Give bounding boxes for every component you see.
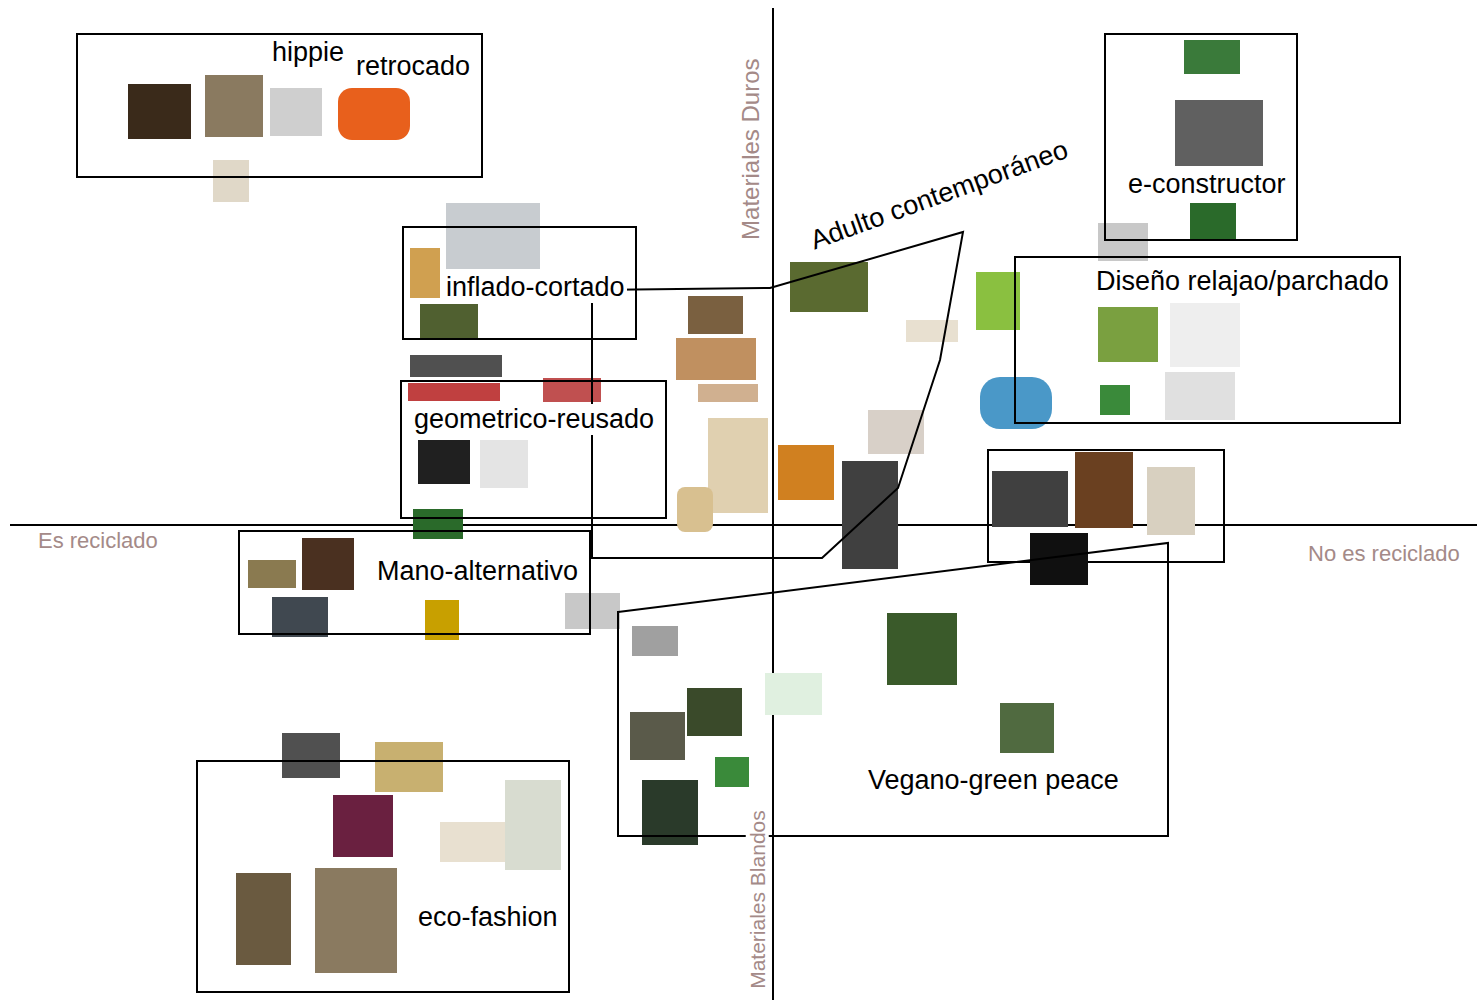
- product-photos: [128, 40, 1263, 973]
- photo: [248, 560, 296, 588]
- photo: [375, 742, 443, 792]
- photo: [715, 757, 749, 787]
- photo: [333, 795, 393, 857]
- photo: [408, 383, 500, 401]
- cluster-label: inflado-cortado: [444, 272, 627, 303]
- cluster-box: hippie retrocado: [76, 33, 483, 178]
- photo: [505, 780, 561, 870]
- photo: [315, 868, 397, 973]
- photo: [790, 262, 868, 312]
- photo: [270, 88, 322, 136]
- cluster-label: Diseño relajao/parchado: [1094, 266, 1391, 297]
- cluster-label: Adulto contemporáneo: [804, 134, 1074, 257]
- photo: [302, 538, 354, 590]
- cluster-box: e-constructor: [1104, 33, 1298, 241]
- photo: [698, 384, 758, 402]
- photo: [128, 84, 191, 139]
- axis-label: No es reciclado: [1306, 542, 1462, 566]
- photo: [1075, 452, 1133, 528]
- photo: [765, 673, 822, 715]
- photo: [418, 440, 470, 484]
- photo: [1147, 467, 1195, 535]
- photo: [213, 160, 249, 202]
- cluster-box: Mano-alternativo: [238, 530, 591, 635]
- cluster-label: e-constructor: [1126, 169, 1288, 200]
- photo: [205, 75, 263, 137]
- cluster-label: eco-fashion: [416, 902, 560, 933]
- photo: [236, 873, 291, 965]
- cluster-region: Vegano-green peace: [610, 535, 1180, 845]
- photo: [565, 593, 620, 629]
- cluster-box: geometrico-reusado: [400, 380, 667, 519]
- photo: [980, 377, 1052, 429]
- cluster-label: hippie: [270, 37, 346, 68]
- photo: [440, 822, 510, 862]
- photo: [630, 712, 685, 760]
- horizontal-axis: [10, 524, 1477, 526]
- photo: [1175, 100, 1263, 166]
- photo: [282, 733, 340, 778]
- region-outline: [618, 543, 1168, 836]
- photo: [1170, 303, 1240, 367]
- photo: [1190, 203, 1236, 240]
- photo: [272, 597, 328, 637]
- photo: [632, 626, 678, 656]
- photo: [906, 320, 958, 342]
- photo: [676, 338, 756, 380]
- photo: [410, 248, 440, 298]
- vertical-axis: [772, 8, 774, 1000]
- photo: [708, 418, 768, 513]
- photo: [1165, 372, 1235, 420]
- cluster-box: inflado-cortado: [402, 226, 637, 340]
- region-outline: [592, 232, 963, 558]
- photo: [413, 509, 463, 539]
- cluster-label: Mano-alternativo: [375, 556, 580, 587]
- cluster-region: Adulto contemporáneo: [585, 140, 1115, 565]
- photo: [688, 296, 743, 334]
- photo: [1100, 385, 1130, 415]
- photo: [1000, 703, 1054, 753]
- photo: [480, 440, 528, 488]
- axis-label: Materiales Duros: [738, 56, 764, 241]
- photo: [992, 471, 1068, 527]
- photo: [687, 688, 742, 736]
- photo: [338, 88, 410, 140]
- photo: [410, 355, 502, 377]
- photo: [446, 203, 540, 269]
- cluster-box: Diseño relajao/parchado: [1014, 256, 1401, 424]
- region-outline: [610, 535, 1180, 845]
- region-outline: [585, 140, 1115, 565]
- cluster-label: retrocado: [354, 51, 472, 82]
- group-box: [988, 450, 1224, 562]
- cluster-label: Vegano-green peace: [866, 765, 1121, 796]
- cluster-label: geometrico-reusado: [412, 404, 656, 435]
- photo: [1098, 307, 1158, 362]
- photo: [887, 613, 957, 685]
- photo: [677, 487, 713, 532]
- cluster-box: eco-fashion: [196, 760, 570, 993]
- axis-label: Es reciclado: [36, 529, 160, 553]
- photo: [778, 445, 834, 500]
- axis-label: Materiales Blandos: [745, 809, 768, 992]
- photo: [420, 304, 478, 338]
- photo: [1184, 40, 1240, 74]
